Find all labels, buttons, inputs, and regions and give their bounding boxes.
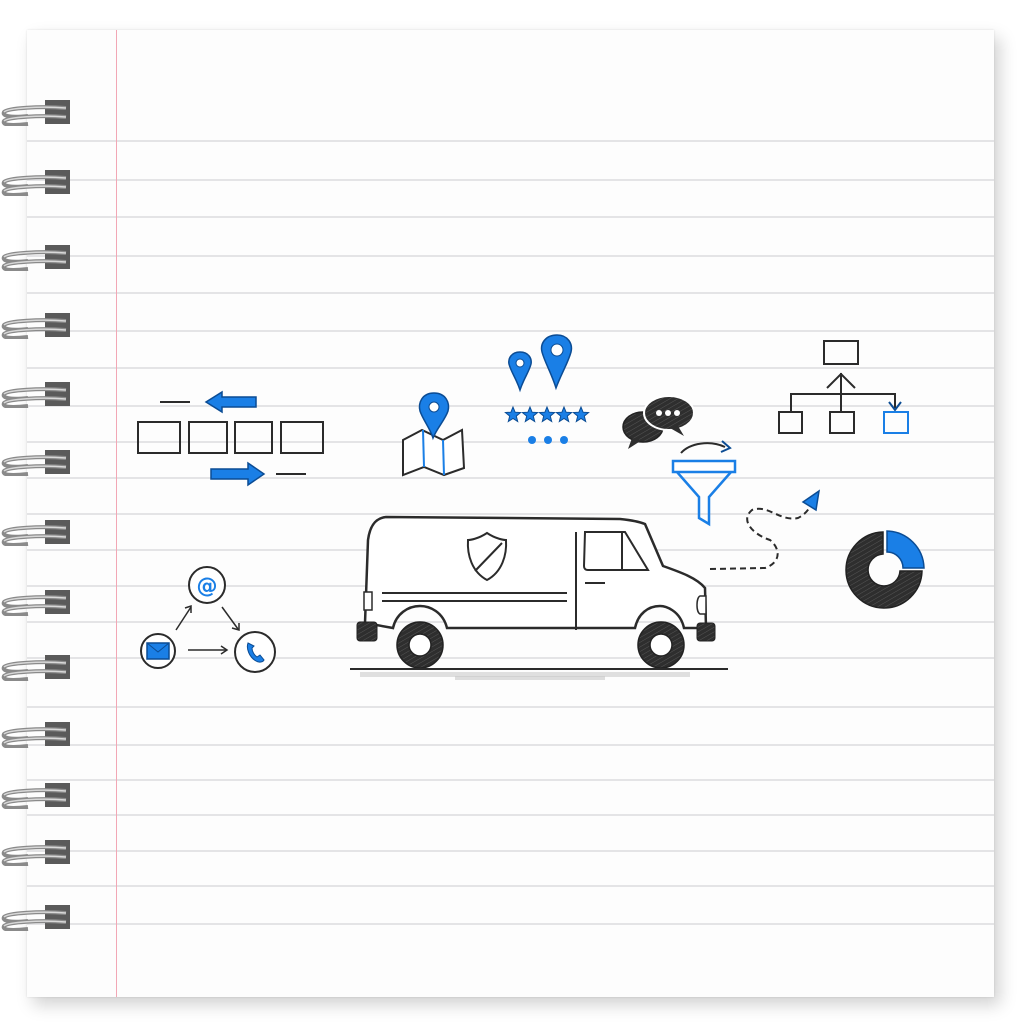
binding-ring xyxy=(1,722,70,748)
ruled-line xyxy=(27,744,994,746)
ruled-line xyxy=(27,885,994,887)
wheel-rear xyxy=(396,621,444,669)
binding-ring xyxy=(1,382,70,408)
binding-ring xyxy=(1,170,70,196)
binding-ring xyxy=(1,905,70,931)
rating-dots xyxy=(528,436,568,444)
funnel-icon xyxy=(671,440,737,527)
phone-icon xyxy=(246,642,265,663)
ruled-line xyxy=(27,255,994,257)
contact-channels-icon: @ xyxy=(140,566,276,673)
wheel-front xyxy=(637,621,685,669)
donut-chart-icon xyxy=(845,530,925,609)
ruled-line xyxy=(27,292,994,294)
ruled-line xyxy=(27,441,994,443)
ruled-line xyxy=(27,779,994,781)
dot-icon xyxy=(560,436,568,444)
binding-ring xyxy=(1,450,70,476)
star-icon xyxy=(504,405,522,423)
binding-ring xyxy=(1,655,70,681)
delivery-van xyxy=(350,515,728,680)
binding-ring xyxy=(1,840,70,866)
binding-ring xyxy=(1,313,70,339)
dot-icon xyxy=(528,436,536,444)
dot-icon xyxy=(544,436,552,444)
binding-ring xyxy=(1,783,70,809)
ruled-line xyxy=(27,179,994,181)
ruled-line xyxy=(27,477,994,479)
margin-line xyxy=(116,30,117,997)
ruled-line xyxy=(27,216,994,218)
ruled-line xyxy=(27,814,994,816)
chat-bubbles-icon xyxy=(622,395,695,449)
ruled-line xyxy=(27,850,994,852)
star-icon xyxy=(555,405,573,423)
ruled-line xyxy=(27,405,994,407)
org-chart-icon xyxy=(778,340,909,434)
binding-ring xyxy=(1,245,70,271)
ruled-line xyxy=(27,140,994,142)
map-with-pin-icon xyxy=(402,392,466,477)
binding-ring xyxy=(1,520,70,546)
queue-with-arrows-icon xyxy=(137,390,324,487)
dashed-route-arrow-icon xyxy=(709,489,821,570)
binding-ring xyxy=(1,590,70,616)
star-icon xyxy=(538,405,556,423)
ruled-line xyxy=(27,513,994,515)
ruled-line xyxy=(27,657,994,659)
at-sign-icon: @ xyxy=(197,574,218,598)
shield-icon xyxy=(466,531,508,582)
location-pins-rating-icon xyxy=(504,334,590,444)
ruled-line xyxy=(27,330,994,332)
binding-ring xyxy=(1,100,70,126)
star-icon xyxy=(521,405,539,423)
ruled-line xyxy=(27,706,994,708)
star-icon xyxy=(572,405,590,423)
rating-stars xyxy=(504,405,590,423)
ruled-line xyxy=(27,923,994,925)
